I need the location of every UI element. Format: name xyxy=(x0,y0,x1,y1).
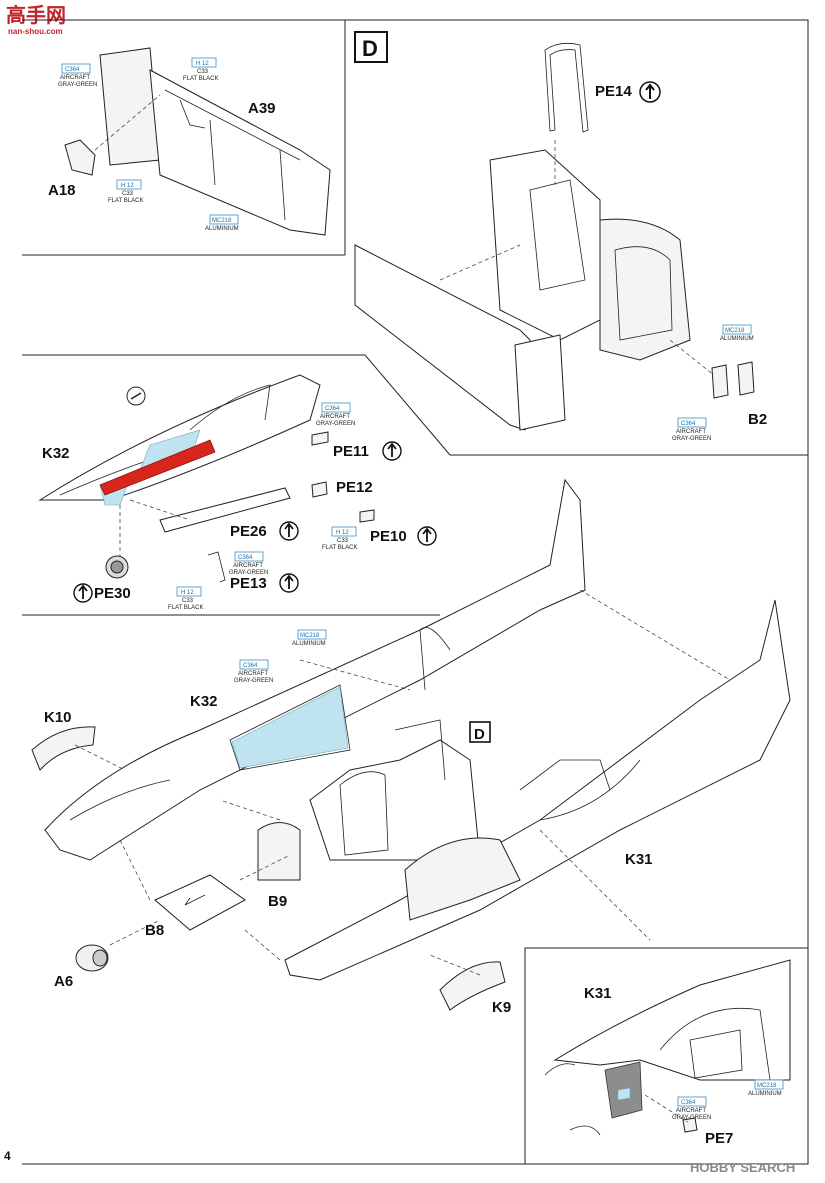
color-callout-c364-pe13: C364 AIRCRAFT GRAY-GREEN xyxy=(229,551,268,576)
svg-text:GRAY-GREEN: GRAY-GREEN xyxy=(672,436,711,442)
color-callout-mc218-b2: MC218 ALUMINIUM xyxy=(720,324,754,342)
svg-text:MC218: MC218 xyxy=(212,218,232,224)
part-label-pe26: PE26 xyxy=(230,523,267,540)
svg-text:AIRCRAFT: AIRCRAFT xyxy=(238,671,268,677)
svg-text:高手网: 高手网 xyxy=(6,3,66,27)
svg-text:C364: C364 xyxy=(65,67,80,73)
svg-text:AIRCRAFT: AIRCRAFT xyxy=(676,429,706,435)
svg-text:FLAT BLACK: FLAT BLACK xyxy=(183,76,218,82)
svg-text:C33: C33 xyxy=(122,191,134,197)
part-label-b8: B8 xyxy=(145,922,164,939)
svg-text:C364: C364 xyxy=(681,421,696,427)
svg-text:H 12: H 12 xyxy=(196,61,209,67)
svg-text:AIRCRAFT: AIRCRAFT xyxy=(676,1108,706,1114)
part-label-pe10: PE10 xyxy=(370,528,407,545)
watermark-logo-bottom: HOBBY SEARCH xyxy=(690,1160,795,1175)
svg-text:AIRCRAFT: AIRCRAFT xyxy=(233,563,263,569)
svg-text:MC218: MC218 xyxy=(757,1083,777,1089)
part-label-b2: B2 xyxy=(748,411,767,428)
part-label-k31: K31 xyxy=(625,851,653,868)
svg-text:C33: C33 xyxy=(337,538,349,544)
part-label-k10: K10 xyxy=(44,709,72,726)
section-mark-d: D xyxy=(362,36,378,61)
photo-etch-arrow-icon xyxy=(639,81,661,103)
svg-text:ALUMINIUM: ALUMINIUM xyxy=(205,226,239,232)
color-callout-c364-pe11: C364 AIRCRAFT GRAY-GREEN xyxy=(316,402,355,427)
section-mark-d-ref-box xyxy=(469,721,491,743)
photo-etch-arrow-icon xyxy=(382,441,402,461)
part-label-a6: A6 xyxy=(54,973,73,990)
part-label-pe30: PE30 xyxy=(94,585,131,602)
photo-etch-arrow-icon xyxy=(73,583,93,603)
svg-text:ALUMINIUM: ALUMINIUM xyxy=(748,1091,782,1097)
part-label-k32: K32 xyxy=(190,693,218,710)
color-callout-mc218-k31: MC218 ALUMINIUM xyxy=(748,1079,784,1097)
color-callout-c364-a39: C364 AIRCRAFT GRAY-GREEN xyxy=(58,63,97,88)
svg-text:GRAY-GREEN: GRAY-GREEN xyxy=(229,570,268,576)
part-label-k32-top: K32 xyxy=(42,445,70,462)
watermark-logo-top: 高手网 nan-shou.com xyxy=(6,3,66,36)
color-callout-mc218-a39: MC218 ALUMINIUM xyxy=(205,214,239,232)
panel-a39-step: A39 A18 C364 AIRCRAFT GRAY-GREEN H 12 C3… xyxy=(48,47,331,236)
section-mark-d-ref: D xyxy=(474,726,485,743)
svg-text:C33: C33 xyxy=(197,69,209,75)
color-callout-mc218-k32: MC218 ALUMINIUM xyxy=(292,629,327,647)
svg-text:FLAT BLACK: FLAT BLACK xyxy=(108,198,143,204)
highlight-part-red xyxy=(99,439,216,496)
svg-text:C364: C364 xyxy=(681,1100,696,1106)
svg-text:GRAY-GREEN: GRAY-GREEN xyxy=(316,421,355,427)
svg-text:GRAY-GREEN: GRAY-GREEN xyxy=(58,82,97,88)
page-number: 4 xyxy=(4,1149,11,1163)
color-callout-h12-a18: H 12 C33 FLAT BLACK xyxy=(108,179,143,204)
color-callout-c364-b2: C364 AIRCRAFT GRAY-GREEN xyxy=(672,417,711,442)
svg-text:C364: C364 xyxy=(238,555,253,561)
svg-text:H 12: H 12 xyxy=(181,590,194,596)
part-label-k9: K9 xyxy=(492,999,511,1016)
photo-etch-arrow-icon xyxy=(279,521,299,541)
svg-text:C364: C364 xyxy=(243,663,258,669)
part-label-pe13: PE13 xyxy=(230,575,267,592)
color-callout-h12-pe10: H 12 C33 FLAT BLACK xyxy=(322,526,357,551)
color-callout-h12-pe13: H 12 C33 FLAT BLACK xyxy=(168,586,203,611)
part-label-b9: B9 xyxy=(268,893,287,910)
svg-text:ALUMINIUM: ALUMINIUM xyxy=(292,641,326,647)
svg-text:MC218: MC218 xyxy=(725,328,745,334)
svg-text:H 12: H 12 xyxy=(121,183,134,189)
svg-text:nan-shou.com: nan-shou.com xyxy=(8,27,63,36)
svg-text:H 12: H 12 xyxy=(336,530,349,536)
svg-text:GRAY-GREEN: GRAY-GREEN xyxy=(234,678,273,684)
svg-text:FLAT BLACK: FLAT BLACK xyxy=(168,605,203,611)
panel-k32-detail: K32 PE11 PE12 PE10 PE26 PE13 PE30 C3 xyxy=(38,374,437,611)
svg-text:ALUMINIUM: ALUMINIUM xyxy=(720,336,754,342)
svg-text:MC218: MC218 xyxy=(300,633,320,639)
panel-frames xyxy=(22,19,809,1165)
part-label-pe12: PE12 xyxy=(336,479,373,496)
panel-fuselage-assembly: D K10 K32 B9 B8 A6 K9 K31 xyxy=(31,478,791,1016)
panel-d-cockpit: D PE14 B2 MC218 ALUMINIUM C364 AIRCRAFT … xyxy=(354,31,767,442)
svg-text:FLAT BLACK: FLAT BLACK xyxy=(322,545,357,551)
photo-etch-arrow-icon xyxy=(417,526,437,546)
svg-text:AIRCRAFT: AIRCRAFT xyxy=(60,75,90,81)
panel-k31-detail: K31 PE7 C364 AIRCRAFT GRAY-GREEN MC218 A… xyxy=(544,959,791,1147)
svg-text:GRAY-GREEN: GRAY-GREEN xyxy=(672,1115,711,1121)
color-callout-h12-a39: H 12 C33 FLAT BLACK xyxy=(183,57,218,82)
svg-text:AIRCRAFT: AIRCRAFT xyxy=(320,414,350,420)
part-label-k31-detail: K31 xyxy=(584,985,612,1002)
color-callout-c364-k32: C364 AIRCRAFT GRAY-GREEN xyxy=(234,659,273,684)
color-callout-c364-pe7: C364 AIRCRAFT GRAY-GREEN xyxy=(672,1096,711,1121)
part-label-a39: A39 xyxy=(248,100,276,117)
svg-text:C364: C364 xyxy=(325,406,340,412)
svg-text:C33: C33 xyxy=(182,598,194,604)
svg-text:HOBBY SEARCH: HOBBY SEARCH xyxy=(690,1160,795,1175)
part-label-a18: A18 xyxy=(48,182,76,199)
photo-etch-arrow-icon xyxy=(279,573,299,593)
part-label-pe7: PE7 xyxy=(705,1130,733,1147)
part-label-pe14: PE14 xyxy=(595,83,632,100)
section-mark-d-box xyxy=(354,31,388,63)
part-label-pe11: PE11 xyxy=(333,443,369,460)
